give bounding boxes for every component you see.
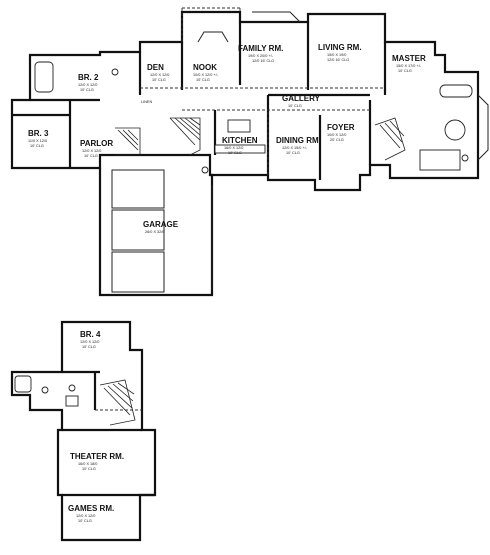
upper-stairs: [99, 379, 136, 426]
kitchen-label: KITCHEN: [222, 136, 258, 145]
master-bay: [477, 94, 489, 161]
nook-dims-1: 10/0 X 12/0 +/-: [193, 73, 219, 77]
upper-floor: BR. 4 12/0 X 12/0 10' CLG THEATER RM. 16…: [10, 320, 157, 542]
master-dims-1: 15/0 X 17/0 +/-: [396, 64, 422, 68]
main-floor-outline: [10, 10, 480, 192]
br2-dims-2: 10' CLG: [80, 88, 94, 92]
bath2-tub-icon: [34, 61, 54, 93]
upper-sink-icon: [41, 386, 49, 394]
garage-door-2: [111, 209, 165, 251]
kitchen-island: [227, 119, 251, 133]
games-dims-1: 12/0 X 12/0: [76, 514, 95, 518]
dining-label: DINING RM.: [276, 136, 321, 145]
foyer-dims-2: 20' CLG: [330, 138, 344, 142]
br3-dims-2: 10' CLG: [30, 144, 44, 148]
upper-sink-icon-2: [68, 384, 76, 392]
br2-dims-1: 12/0 X 12/0: [78, 83, 97, 87]
garage-door-3: [111, 251, 165, 293]
living-room-dims-2: 12/0 16' CLG: [327, 58, 349, 62]
games-label: GAMES RM.: [68, 504, 114, 513]
linen-label: LINEN: [141, 100, 152, 104]
toilet-icon-2: [461, 154, 469, 162]
upper-closet: [65, 395, 79, 407]
main-stairs: [169, 117, 201, 156]
br2-label: BR. 2: [78, 73, 99, 82]
theater-dims-1: 16/0 X 18/0: [78, 462, 97, 466]
br3-label: BR. 3: [28, 129, 49, 138]
nook-dims-2: 10' CLG: [196, 78, 210, 82]
master-label: MASTER: [392, 54, 426, 63]
bathtub-icon: [439, 84, 473, 98]
living-room-label: LIVING RM.: [318, 43, 362, 52]
garage-label: GARAGE: [143, 220, 179, 229]
den-dims-2: 10' CLG: [152, 78, 166, 82]
family-bay: [252, 11, 301, 23]
parlor-label: PARLOR: [80, 139, 113, 148]
parlor-dims-1: 12/0 X 12/0: [82, 149, 101, 153]
kitchen-dims-2: 10' CLG: [228, 151, 242, 155]
sink-icon: [201, 166, 209, 174]
garage-dims-1: 26/0 X 32/6: [145, 230, 164, 234]
main-floor: FAMILY RM. 19/0 X 20/0 +/- 12/0 16' CLG …: [10, 7, 489, 297]
master-dims-2: 10' CLG: [398, 69, 412, 73]
br4-dims-2: 10' CLG: [82, 345, 96, 349]
br4-label: BR. 4: [80, 330, 101, 339]
family-room-dims-2: 12/0 16' CLG: [252, 59, 274, 63]
toilet-icon: [111, 68, 119, 76]
family-room-label: FAMILY RM.: [238, 44, 283, 53]
gallery-dims-1: 10' CLG: [288, 104, 302, 108]
garage-outline: [98, 168, 214, 297]
nook-label: NOOK: [193, 63, 217, 72]
den-label: DEN: [147, 63, 164, 72]
br3-dims-1: 11/0 X 12/0: [28, 139, 47, 143]
parlor-dims-2: 10' CLG: [84, 154, 98, 158]
gallery-label: GALLERY: [282, 94, 321, 103]
foyer-stairs: [374, 117, 406, 161]
dining-dims-1: 12/0 X 15/0 +/-: [282, 146, 308, 150]
games-dims-2: 10' CLG: [78, 519, 92, 523]
garage-door-1: [111, 169, 165, 209]
parlor-stairs: [115, 127, 141, 156]
den-dims-1: 12/0 X 12/0: [150, 73, 169, 77]
nook-bay: [197, 31, 229, 43]
room-labels-main: FAMILY RM. 19/0 X 20/0 +/- 12/0 16' CLG …: [28, 43, 426, 234]
spa-tub-icon: [444, 119, 466, 141]
upper-tub-icon: [14, 375, 32, 393]
foyer-label: FOYER: [327, 123, 355, 132]
theater-label: THEATER RM.: [70, 452, 124, 461]
dining-dims-2: 10' CLG: [286, 151, 300, 155]
living-room-dims-1: 15/0 X 19/0: [327, 53, 346, 57]
master-closet: [419, 149, 461, 171]
br4-dims-1: 12/0 X 12/0: [80, 340, 99, 344]
theater-dims-2: 10' CLG: [82, 467, 96, 471]
family-room-dims-1: 19/0 X 20/0 +/-: [248, 54, 274, 58]
kitchen-counter: [214, 144, 266, 154]
kitchen-dims-1: 16/0 X 12/0: [224, 146, 243, 150]
foyer-dims-1: 10/0 X 12/0: [327, 133, 346, 137]
